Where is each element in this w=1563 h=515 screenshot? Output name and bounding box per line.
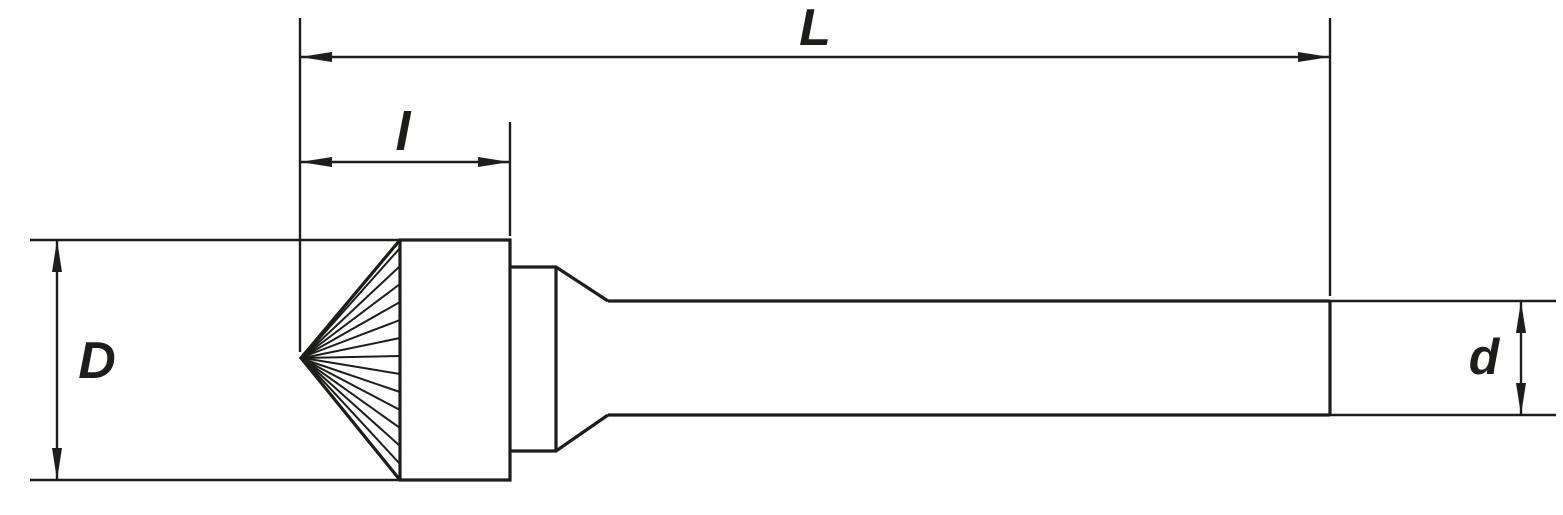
label-flute-length: l	[395, 102, 411, 162]
label-total-length: L	[799, 0, 831, 57]
dimension-shank-diameter: d	[1330, 299, 1556, 417]
dimension-head-diameter: D	[30, 238, 400, 482]
dimension-total-length: L	[298, 0, 1332, 352]
label-shank-diameter: d	[1469, 329, 1501, 385]
shank-outline	[608, 299, 1332, 417]
collar-taper-top	[510, 265, 609, 303]
burr-head-outline	[298, 238, 512, 482]
flute-lines	[302, 247, 401, 465]
tool-outline	[298, 238, 1332, 482]
dimension-flute-length: l	[300, 102, 512, 236]
label-head-diameter: D	[78, 332, 116, 390]
collar-taper-bottom	[510, 413, 609, 453]
